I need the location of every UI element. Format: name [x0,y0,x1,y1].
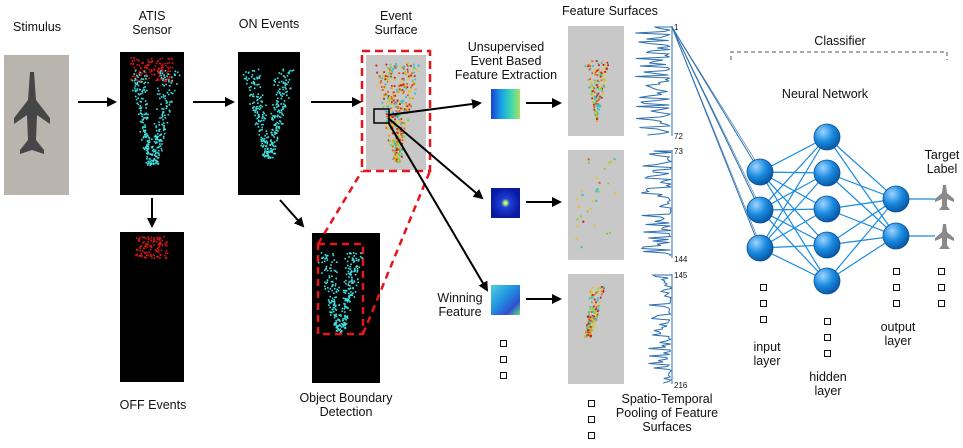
ellipsis-input-layer [760,284,768,332]
jet-icon-target-2 [935,224,954,249]
label-off-events: OFF Events [119,398,187,412]
tick-label-72: 72 [674,132,683,141]
on-event-points [242,68,295,159]
on-events-panel [238,52,300,195]
tick-label-216: 216 [674,381,688,390]
feature-surface-3 [568,274,624,384]
feature-prototype-1 [491,89,520,119]
label-winning-feature: Winning Feature [437,291,483,319]
pooling-to-input-connections [671,26,761,249]
flow-arrows [78,97,562,304]
label-neural-network: Neural Network [781,87,869,101]
label-atis-sensor: ATIS Sensor [132,9,172,37]
label-hidden-layer: hidden layer [809,370,847,398]
label-on-events: ON Events [238,17,300,31]
ellipsis-target-labels [938,268,946,316]
surface-window-box [373,108,390,124]
jet-icon-target-1 [935,185,954,210]
hidden-node-4 [813,231,841,259]
label-unsupervised-extraction: Unsupervised Event Based Feature Extract… [454,40,558,82]
label-input-layer: input layer [753,340,781,368]
pooling-histogram [635,26,673,384]
hidden-node-3 [813,195,841,223]
object-bounding-box [316,242,365,336]
zoom-line-top [316,170,364,245]
output-node-1 [882,185,910,213]
label-feature-surfaces: Feature Surfaces [562,4,658,18]
object-points [317,252,364,334]
hidden-node-2 [813,159,841,187]
label-output-layer: output layer [880,320,916,348]
classifier-bracket [730,51,948,60]
tick-label-145: 145 [674,271,688,280]
ellipsis-output-layer [893,268,901,316]
input-node-1 [746,158,774,186]
tick-label-144: 144 [674,255,688,264]
tick-label-1: 1 [674,23,679,32]
feature-surface-points [575,60,617,338]
tick-label-73: 73 [674,147,683,156]
label-classifier: Classifier [814,34,866,48]
diagram-canvas [4,26,954,384]
atis-event-points [130,57,181,166]
label-target-label: Target Label [924,148,960,176]
ellipsis-hidden-layer [824,318,832,366]
output-node-2 [882,222,910,250]
zoom-line-bottom [361,170,432,335]
off-event-points [135,236,169,260]
ellipsis-features [500,340,508,388]
off-events-panel [120,232,184,382]
hidden-node-5 [813,267,841,295]
label-object-boundary: Object Boundary Detection [299,391,393,419]
feature-prototype-2 [491,188,520,218]
network-nodes [746,123,910,295]
feature-prototype-3 [491,285,520,315]
diagram: Stimulus ATIS Sensor ON Events Event Sur… [4,4,960,439]
ellipsis-surfaces [588,400,596,448]
label-pooling: Spatio-Temporal Pooling of Feature Surfa… [615,392,719,434]
event-surface-outline [360,49,432,173]
label-event-surface: Event Surface [374,9,418,37]
label-stimulus: Stimulus [13,20,61,34]
network-connections [759,136,935,282]
input-node-3 [746,234,774,262]
jet-shadow-icon [14,72,50,154]
feature-surface-2 [568,150,624,260]
hidden-node-1 [813,123,841,151]
input-node-2 [746,196,774,224]
atis-sensor-panel [120,52,184,195]
